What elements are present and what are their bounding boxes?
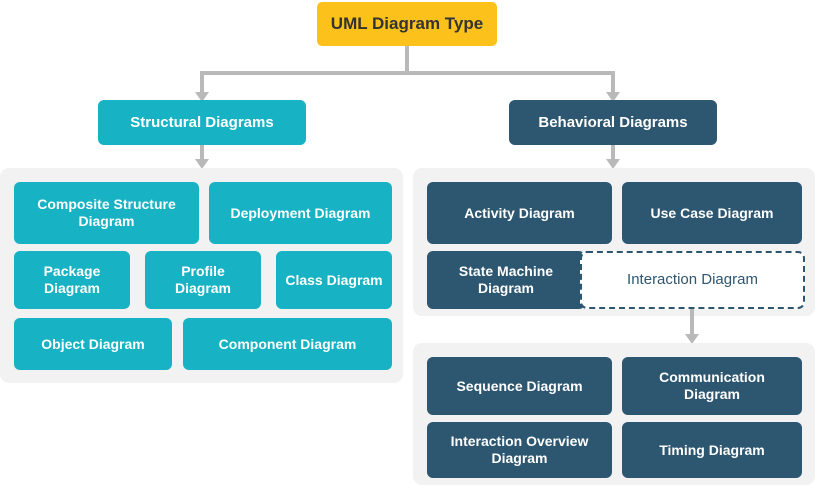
node-deployment-diagram[interactable]: Deployment Diagram (209, 182, 392, 244)
node-uml-diagram-type[interactable]: UML Diagram Type (317, 2, 497, 46)
node-behavioral-diagrams[interactable]: Behavioral Diagrams (509, 100, 717, 145)
arrowhead-to-behavioral (606, 92, 620, 102)
node-interaction-diagram[interactable]: Interaction Diagram (580, 251, 805, 309)
connector-to-structural (200, 71, 204, 93)
arrowhead-to-structural (195, 92, 209, 102)
connector-interaction-to-subpanel (690, 309, 694, 336)
connector-structural-to-panel (200, 145, 204, 160)
node-communication-diagram[interactable]: Communication Diagram (622, 357, 802, 415)
connector-root-stem (405, 46, 409, 75)
node-object-diagram[interactable]: Object Diagram (14, 318, 172, 370)
connector-to-behavioral (611, 71, 615, 93)
node-timing-diagram[interactable]: Timing Diagram (622, 422, 802, 478)
connector-root-bar (200, 71, 613, 75)
node-use-case-diagram[interactable]: Use Case Diagram (622, 182, 802, 244)
node-state-machine-diagram[interactable]: State Machine Diagram (427, 251, 585, 309)
node-profile-diagram[interactable]: Profile Diagram (145, 251, 261, 309)
node-class-diagram[interactable]: Class Diagram (276, 251, 392, 309)
panel-structural-children: Composite Structure Diagram Deployment D… (0, 168, 403, 383)
node-composite-structure-diagram[interactable]: Composite Structure Diagram (14, 182, 199, 244)
node-sequence-diagram[interactable]: Sequence Diagram (427, 357, 612, 415)
arrowhead-interaction-subpanel (685, 334, 699, 344)
node-component-diagram[interactable]: Component Diagram (183, 318, 392, 370)
node-structural-diagrams[interactable]: Structural Diagrams (98, 100, 306, 145)
node-interaction-overview-diagram[interactable]: Interaction Overview Diagram (427, 422, 612, 478)
connector-behavioral-to-panel (611, 145, 615, 160)
panel-interaction-children: Sequence Diagram Communication Diagram I… (413, 343, 815, 485)
arrowhead-structural-panel (195, 159, 209, 169)
node-activity-diagram[interactable]: Activity Diagram (427, 182, 612, 244)
arrowhead-behavioral-panel (606, 159, 620, 169)
node-package-diagram[interactable]: Package Diagram (14, 251, 130, 309)
